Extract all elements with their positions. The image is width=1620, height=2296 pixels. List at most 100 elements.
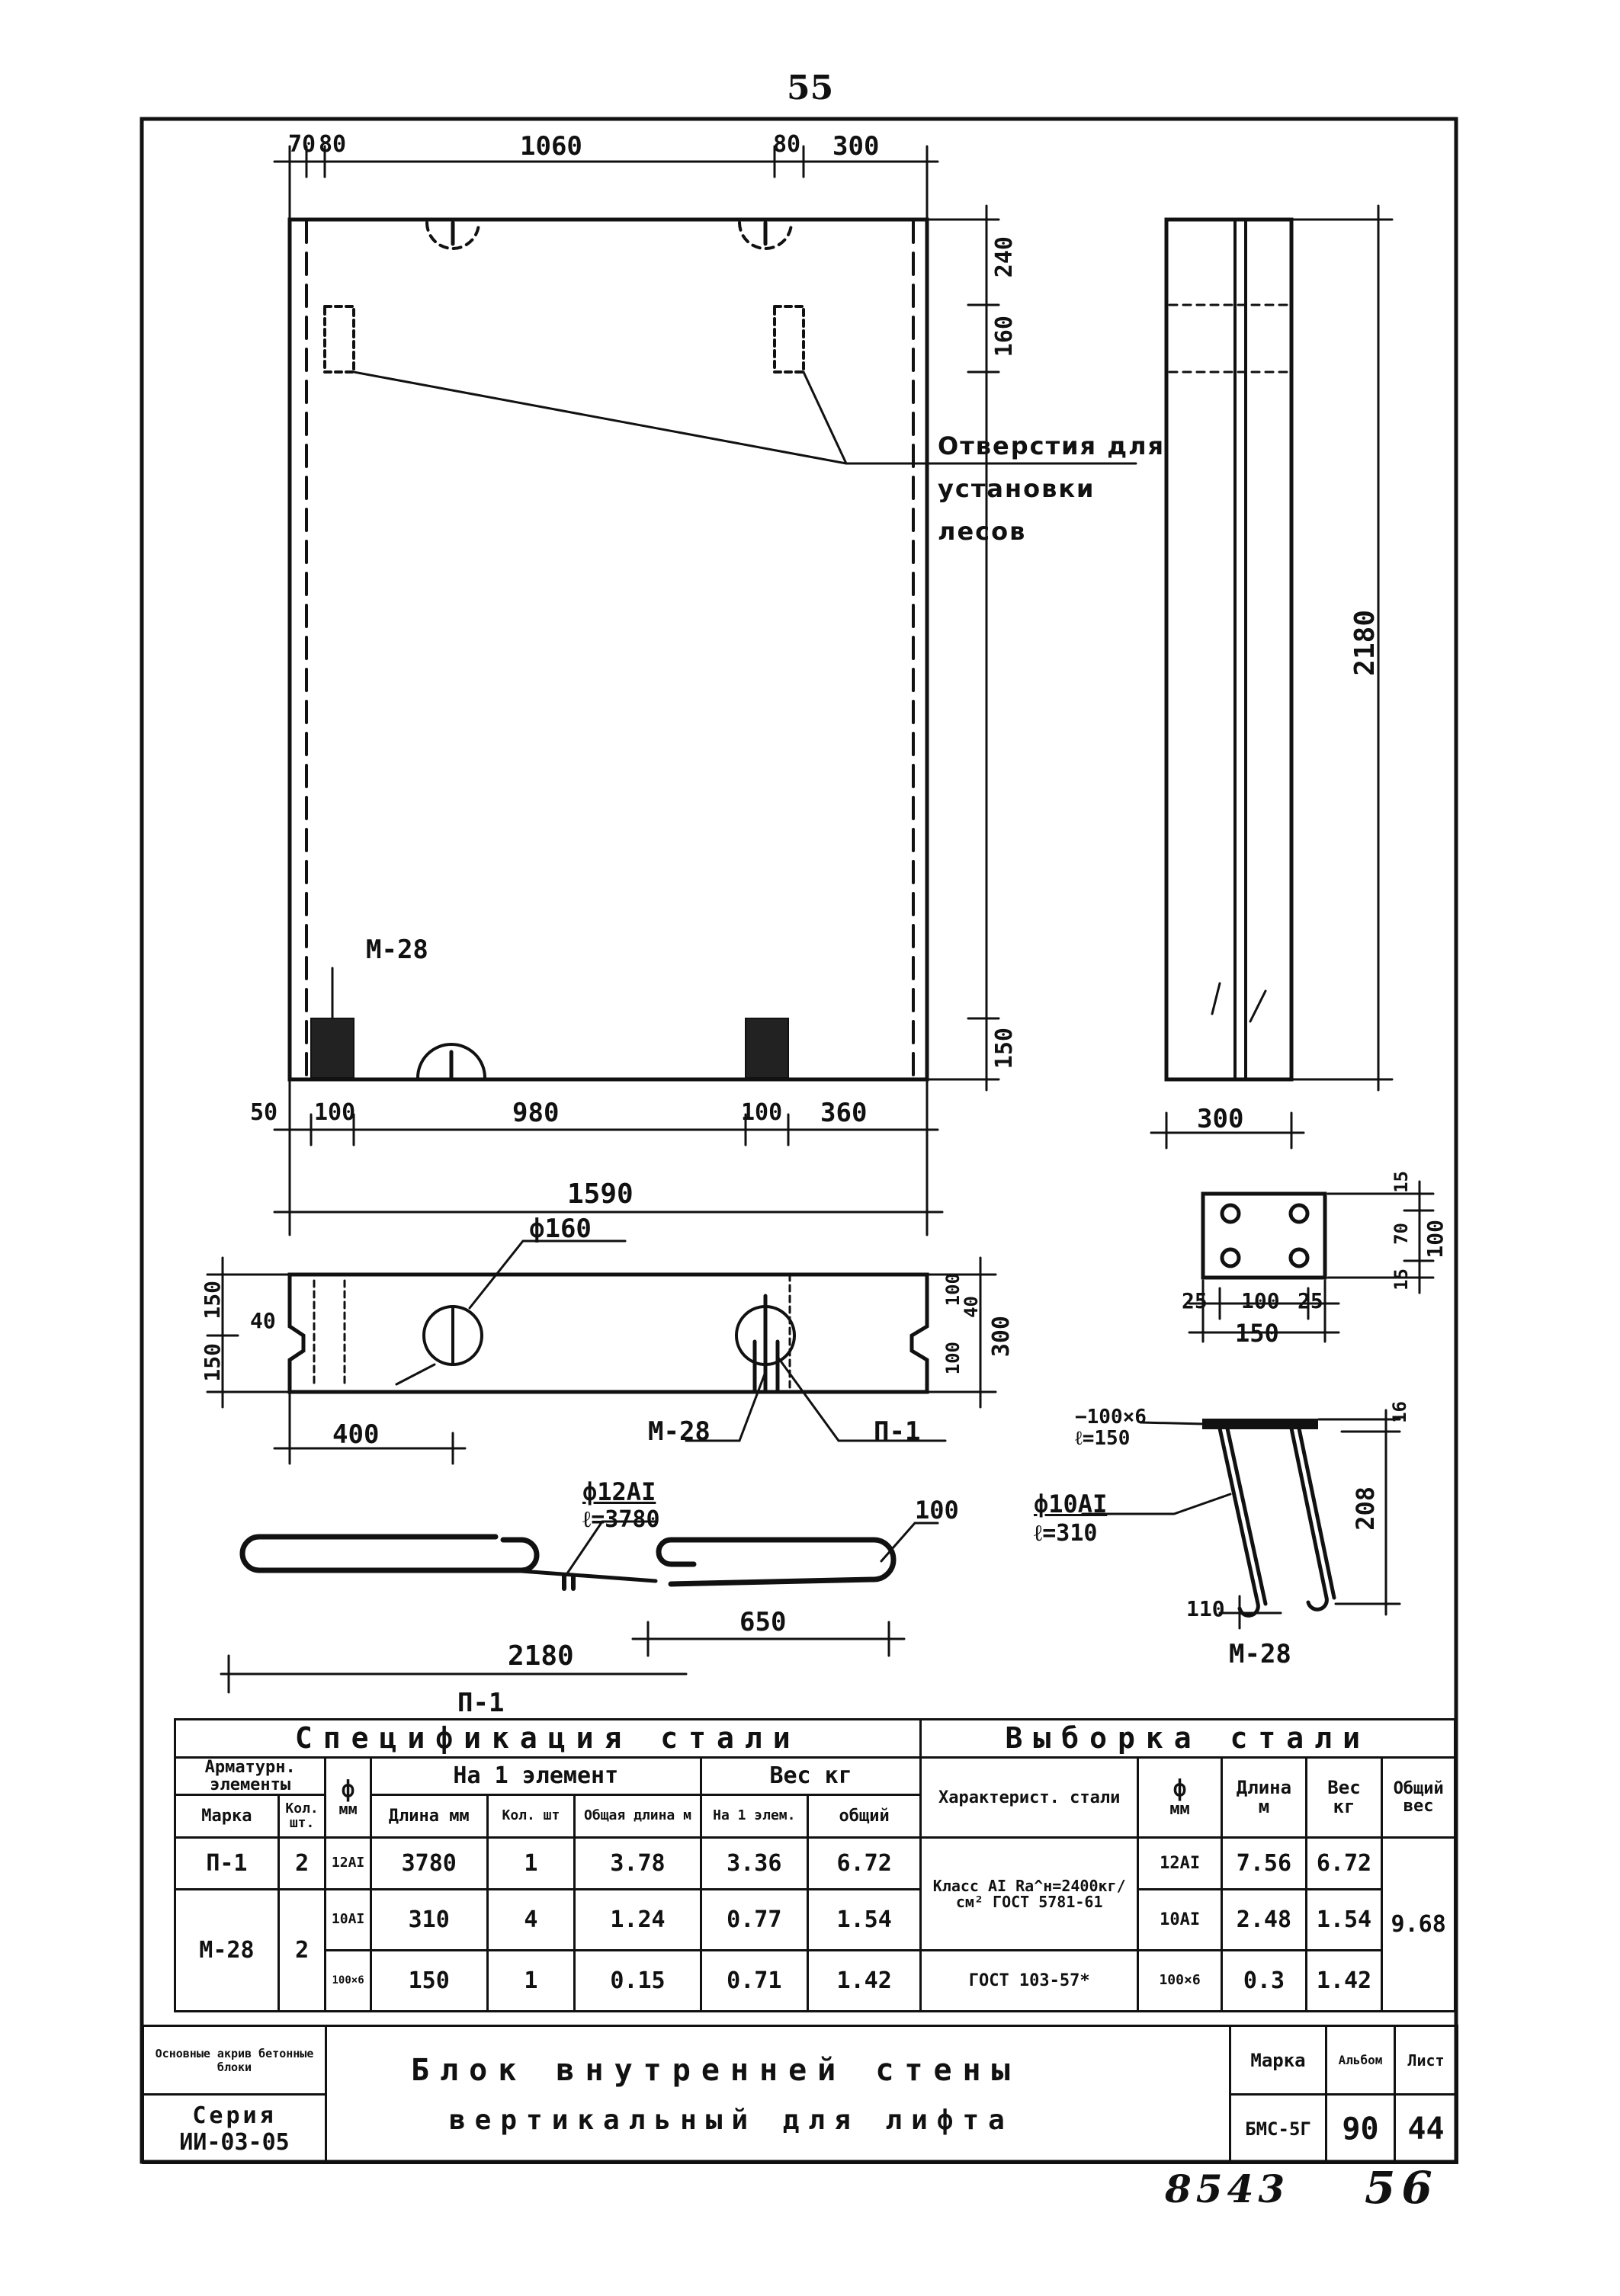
plate-dim-25a: 25 [1182,1288,1208,1313]
m28-bar-length: ℓ=310 [1034,1520,1098,1547]
plan-bottom-dim-400: 400 [332,1419,380,1450]
cell-len: 310 [369,1888,489,1952]
front-overall-width: 1590 [567,1178,634,1210]
tb-sheet: 44 [1394,2093,1458,2164]
plan-left-dim-40: 40 [250,1308,276,1333]
h-weight-kg: Вес кг [699,1756,922,1797]
m28-caption: М-28 [1229,1639,1291,1669]
plate-right-dim-70: 70 [1391,1223,1412,1245]
plate-right-dim-15b: 15 [1391,1268,1412,1291]
h-phi-text: ф [341,1775,355,1803]
cell-wt: 1.42 [806,1949,922,2013]
cell-W: 1.42 [1304,1949,1384,2013]
front-note-line1: Отверстия для [938,431,1166,460]
h-per-one: На 1 элем. [699,1794,809,1839]
h-elements: Арматурн. элементы [173,1756,327,1797]
front-dim-top-80b: 80 [773,131,801,158]
cell-wt: 6.72 [806,1836,922,1891]
cell-phi: 100×6 [324,1949,372,2013]
h-mark: Марка [174,1794,280,1839]
cell-qty: 2 [277,1836,327,1891]
h-len-mm: Длина мм [369,1794,489,1839]
front-dim-top-80a: 80 [319,131,347,158]
cell-phi: 12АI [324,1836,372,1891]
cell-len: 3780 [369,1836,489,1891]
front-dim-right-150: 150 [991,1028,1018,1069]
stamp-page: 56 [1365,2162,1439,2214]
cell-n: 4 [486,1888,576,1952]
tb-h-sheet: Лист [1394,2025,1458,2096]
plate-right-dim-15a: 15 [1391,1171,1412,1193]
h-kg-text: кг [1333,1796,1355,1818]
bar-p1-drawing [220,1520,939,1694]
front-dim-bottom-100a: 100 [314,1099,356,1126]
plate-dim-150: 150 [1235,1319,1279,1348]
cell-grand-total: 9.68 [1381,1836,1456,2013]
tb-h-album: Альбом [1325,2025,1396,2096]
cell-W: 6.72 [1304,1836,1384,1891]
cell-w1: 0.71 [699,1949,809,2013]
cell-total-len: 3.78 [573,1836,702,1891]
table-row: 100×6 150 1 0.15 0.71 1.42 ГОСТ 103-57* … [175,1949,1455,2013]
front-label-m28: М-28 [366,935,428,965]
plate-dim-25b: 25 [1298,1288,1323,1313]
bar-p1-partial: 650 [739,1607,787,1637]
front-dim-bottom-360: 360 [820,1098,868,1128]
cell-W: 1.54 [1304,1888,1384,1952]
selection-title: Выборка стали [919,1718,1456,1759]
cell-w1: 3.36 [699,1836,809,1891]
cell-wt: 1.54 [806,1888,922,1952]
bar-p1-caption: П-1 [457,1688,505,1718]
tb-series-value: ИИ-03-05 [179,2128,290,2156]
front-dim-bottom-50: 50 [250,1099,278,1126]
plan-label-m28: М-28 [648,1416,711,1447]
h-total-weight: Общий вес [1381,1756,1456,1839]
tb-h-mark: Марка [1229,2025,1327,2096]
plan-hole-label: ф160 [529,1214,592,1244]
h-weight-text: Вес [1327,1776,1361,1798]
tb-series: Серия ИИ-03-05 [142,2093,327,2164]
cell-L: 7.56 [1221,1836,1307,1891]
h-length-text: Длина [1236,1776,1292,1798]
tb-series-label: Серия [192,2102,277,2129]
h-mm2-text: мм [1169,1800,1190,1820]
cell-L: 2.48 [1221,1888,1307,1952]
tb-title: Блок внутренней стены вертикальный для л… [325,2025,1231,2164]
side-width-dim: 300 [1197,1104,1244,1134]
front-dim-bottom-100b: 100 [741,1099,783,1126]
plate-dim-100: 100 [1241,1288,1280,1313]
front-note-line2: установки [938,474,1096,503]
front-view-drawing [273,145,1137,1236]
bar-p1-spec: ф12АI [582,1477,656,1506]
cell-len: 150 [369,1949,489,2013]
plate-detail-drawing [1188,1180,1435,1343]
h-total-len: Общая длина м [573,1794,702,1839]
steel-spec-table: Спецификация стали Выборка стали Арматур… [173,1718,1456,2013]
cell-phi2: 10АI [1136,1888,1224,1952]
plan-right-dim-100b: 100 [942,1342,964,1375]
m28-bar-label: ф10АI [1034,1490,1108,1518]
plan-label-p1: П-1 [874,1416,921,1447]
cell-total-len: 1.24 [573,1888,702,1952]
cell-char: Класс АI Rа^н=2400кг/см² ГОСТ 5781-61 [919,1836,1139,1952]
bar-p1-length: ℓ=3780 [582,1506,660,1533]
h-qty2: Кол. шт [486,1794,576,1839]
table-row: П-1 2 12АI 3780 1 3.78 3.36 6.72 Класс А… [174,1836,1456,2013]
page-number: 55 [787,69,834,107]
h-char: Характерист. стали [919,1756,1139,1839]
plan-right-dim-300: 300 [988,1316,1015,1358]
title-block: Основные акрив бетонные блоки Блок внутр… [142,2025,1458,2164]
side-view-drawing [1150,204,1394,1150]
m28-top-dim: 16 [1389,1401,1410,1423]
bar-p1-hook: 100 [915,1496,959,1525]
tb-mark: БМС-5Г [1229,2093,1327,2164]
cell-total-len: 0.15 [573,1949,702,2013]
front-dim-right-240: 240 [991,236,1018,278]
tb-title-line2: вертикальный для лифта [449,2105,1014,2136]
m28-plate-label: −100×6 [1075,1406,1147,1429]
tb-org: Основные акрив бетонные блоки [142,2025,327,2096]
h-total: общий [806,1794,922,1839]
cell-phi2: 100×6 [1136,1949,1224,2013]
table-row: М-28 2 10АI 310 4 1.24 0.77 1.54 10АI 2.… [174,1888,1455,2013]
